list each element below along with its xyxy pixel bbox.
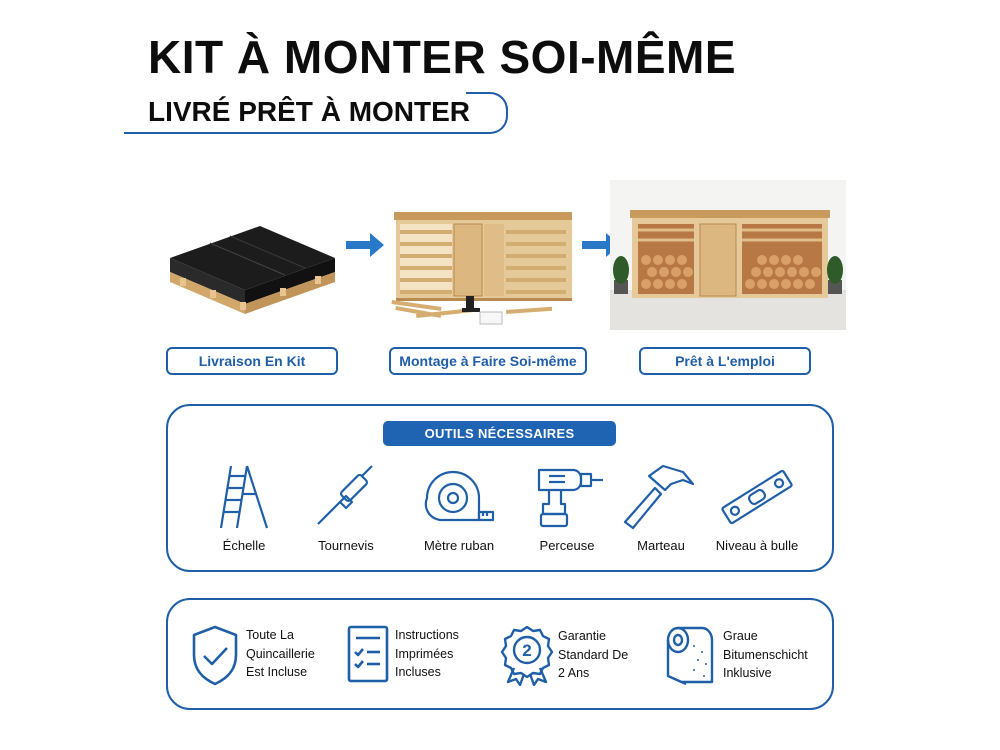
- page-subtitle: LIVRÉ PRÊT À MONTER: [148, 96, 471, 127]
- shield-check-icon: [190, 624, 240, 691]
- hammer-icon: [604, 462, 714, 532]
- roofing-roll-icon: [664, 624, 720, 691]
- ladder-icon: [190, 462, 300, 532]
- tool-label-hammer: Marteau: [637, 538, 685, 553]
- tools-header: OUTILS NÉCESSAIRES: [383, 421, 616, 446]
- document-checklist-icon: [346, 624, 390, 689]
- tool-label-tape-measure: Mètre ruban: [423, 538, 495, 553]
- finished-shed-photo: [610, 180, 846, 330]
- drill-icon: [510, 462, 620, 532]
- tape-measure-icon: [402, 462, 512, 532]
- arrow-right-icon: [346, 232, 386, 263]
- tool-label-drill: Perceuse: [539, 538, 595, 553]
- kit-pallet-photo: [160, 218, 340, 318]
- tools-panel: [166, 404, 834, 572]
- spirit-level-icon: [702, 462, 812, 532]
- screwdriver-icon: [290, 462, 400, 532]
- step-label-delivery: Livraison En Kit: [166, 347, 338, 375]
- included-panel: [166, 598, 834, 710]
- page-title: KIT À MONTER SOI-MÊME: [148, 31, 737, 83]
- badge-2-icon: 2: [500, 624, 554, 691]
- assembly-photo: [386, 182, 576, 332]
- tool-label-ladder: Échelle: [222, 538, 266, 553]
- step-label-ready: Prêt à L'emploi: [639, 347, 811, 375]
- tool-label-spirit-level: Niveau à bulle: [715, 538, 799, 553]
- svg-text:2: 2: [522, 641, 531, 660]
- step-label-assembly: Montage à Faire Soi-même: [389, 347, 587, 375]
- tool-label-screwdriver: Tournevis: [318, 538, 374, 553]
